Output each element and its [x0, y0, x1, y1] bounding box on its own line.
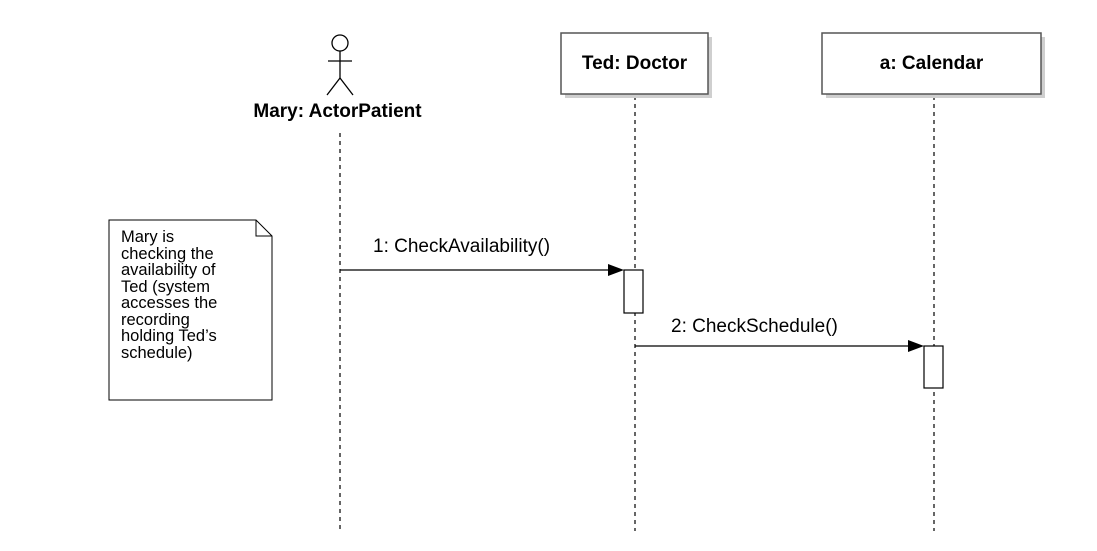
message-1-arrow: [340, 264, 624, 276]
note-line: accesses the: [121, 294, 218, 312]
message-2-label: 2: CheckSchedule(): [671, 316, 838, 337]
actor-name-label: Mary: ActorPatient: [253, 101, 422, 122]
message-1-label: 1: CheckAvailability(): [373, 236, 551, 257]
message-2-arrow: [635, 340, 924, 352]
note-line: checking the: [121, 244, 214, 263]
calendar-box: [821, 32, 1042, 95]
note-line: holding Ted’s: [121, 327, 217, 345]
calendar-lifeline-header: a: Calendar: [879, 52, 984, 74]
ted-lifeline-header: Ted: Doctor: [581, 52, 688, 74]
note-shape: [108, 219, 273, 401]
note-line: schedule): [121, 343, 193, 362]
activation-calendar: [923, 345, 944, 389]
actor-icon: [326, 34, 354, 96]
note-line: Ted (system: [121, 277, 210, 296]
note-line: availability of: [121, 261, 216, 279]
ted-box: [560, 32, 709, 95]
activation-ted: [623, 269, 644, 314]
note-line: Mary is: [121, 228, 175, 246]
note-text: Mary is checking the availability of Ted…: [121, 229, 261, 361]
note-line: recording: [121, 310, 190, 329]
